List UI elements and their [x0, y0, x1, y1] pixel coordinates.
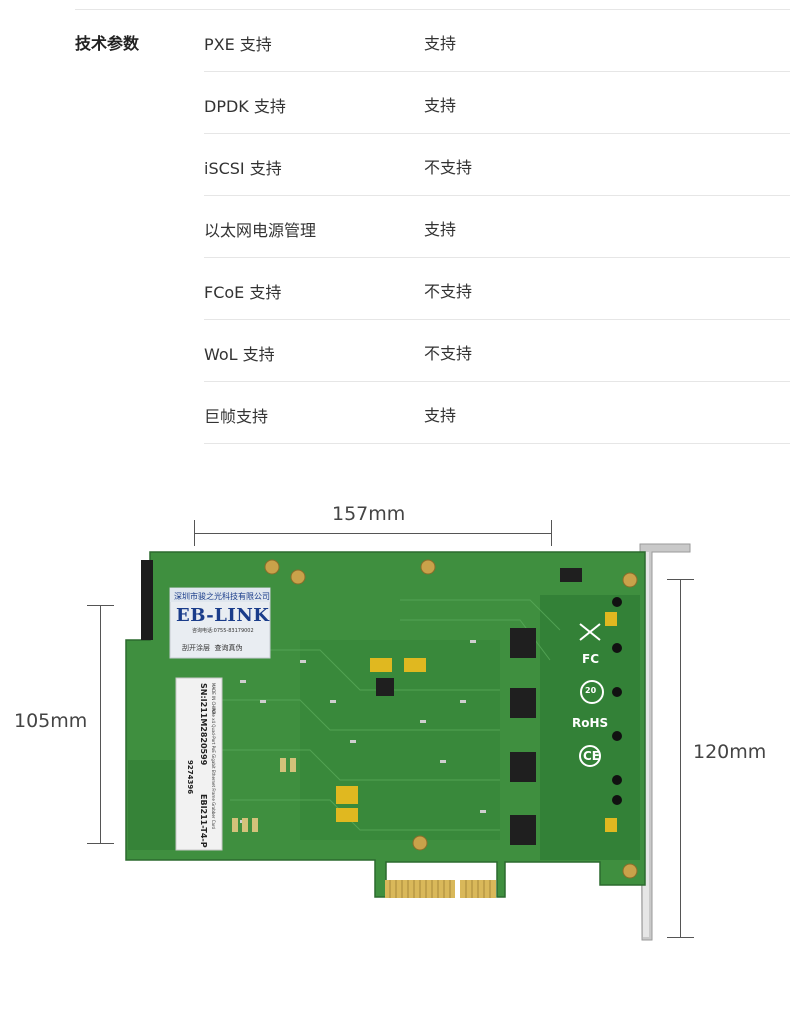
- brand-logo: EB-LINK: [176, 605, 270, 626]
- spec-name: WoL 支持: [204, 345, 275, 364]
- vendor-label: 深圳市骏之光科技有限公司: [174, 592, 270, 601]
- spec-row: 巨帧支持 支持: [204, 382, 790, 444]
- model-label: EBI211-T4-P: [199, 794, 208, 848]
- certification-marks: [579, 623, 604, 767]
- fc-mark: FC: [582, 652, 600, 666]
- made-in-label: MADE IN CHINA: [211, 683, 216, 715]
- spec-row: 以太网电源管理 支持: [204, 196, 790, 258]
- spec-value: 支持: [424, 220, 457, 239]
- spec-row: WoL 支持 不支持: [204, 320, 790, 382]
- spec-table: PXE 支持 支持 DPDK 支持 支持 iSCSI 支持 不支持 以太网电源管…: [204, 10, 790, 444]
- spec-name: 以太网电源管理: [204, 221, 317, 240]
- anti-fake-text: 刮开涂层 查询真伪: [182, 644, 243, 652]
- dimension-width-line: [194, 533, 552, 534]
- spec-value: 支持: [424, 96, 457, 115]
- section-title: 技术参数: [75, 34, 140, 53]
- dimension-height-right-tick-top: [667, 579, 694, 580]
- spec-name: FCoE 支持: [204, 283, 282, 302]
- dimension-width-tick-right: [551, 520, 552, 546]
- spec-row: PXE 支持 支持: [204, 10, 790, 72]
- dimension-height-right-label: 120mm: [693, 741, 767, 763]
- dimension-height-left-line: [100, 605, 101, 844]
- serial-label: SN:I211M2820599: [199, 683, 208, 766]
- bracket: [639, 543, 691, 941]
- rohs-mark: RoHS: [572, 716, 609, 730]
- spec-name: 巨帧支持: [204, 407, 269, 426]
- spec-sticker: [175, 677, 223, 851]
- product-desc: PCIe x4 Quad-Port PoE Gigabit Ethernet F…: [211, 708, 216, 830]
- spec-value: 支持: [424, 406, 457, 425]
- spec-value: 不支持: [424, 158, 473, 177]
- dimension-height-left-tick-bottom: [87, 843, 114, 844]
- spec-name: PXE 支持: [204, 35, 272, 54]
- spec-value: 不支持: [424, 282, 473, 301]
- ce-mark: CE: [583, 749, 601, 763]
- pcie-gold-fingers: [385, 880, 496, 898]
- hotline-text: 咨询电话:0755-83179002: [192, 628, 254, 634]
- spec-value: 支持: [424, 34, 457, 53]
- spec-row: iSCSI 支持 不支持: [204, 134, 790, 196]
- env-mark: 20: [585, 686, 597, 695]
- dimension-width-tick-left: [194, 520, 195, 546]
- spec-row: FCoE 支持 不支持: [204, 258, 790, 320]
- top-divider: [75, 9, 790, 10]
- connector-block: [141, 560, 153, 640]
- batch-label: 9274396: [186, 760, 194, 795]
- dimension-height-left-tick-top: [87, 605, 114, 606]
- spec-name: DPDK 支持: [204, 97, 286, 116]
- dimension-height-right-tick-bottom: [667, 937, 694, 938]
- dimension-width-label: 157mm: [332, 503, 406, 525]
- vendor-sticker: [169, 587, 271, 659]
- spec-name: iSCSI 支持: [204, 159, 282, 178]
- dimension-height-left-label: 105mm: [14, 710, 88, 732]
- spec-row: DPDK 支持 支持: [204, 72, 790, 134]
- spec-value: 不支持: [424, 344, 473, 363]
- dimension-height-right-line: [680, 579, 681, 937]
